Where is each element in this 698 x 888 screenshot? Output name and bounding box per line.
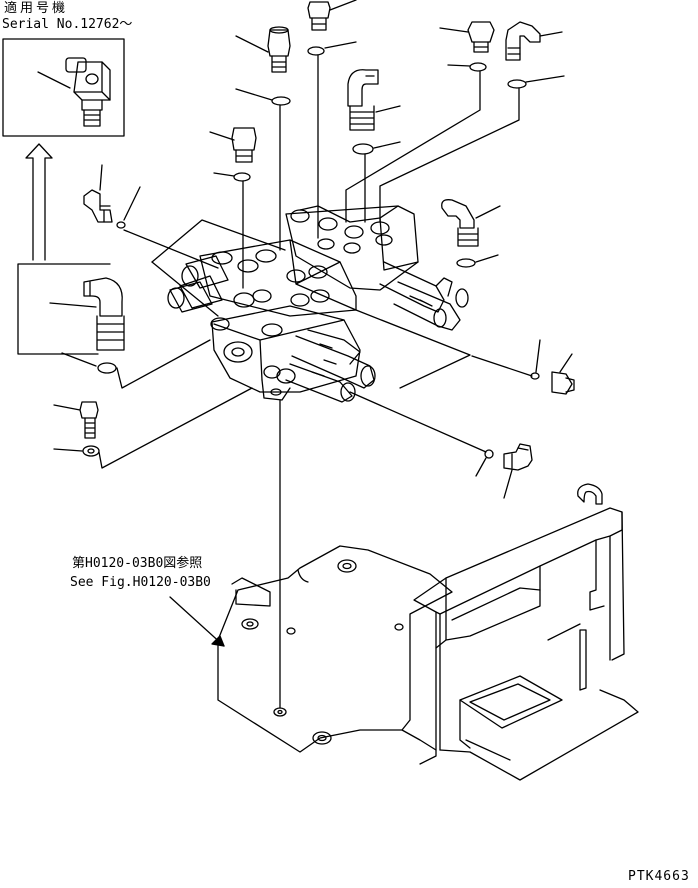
- o-ring-top-right: [345, 62, 487, 223]
- straight-fitting-far-right: [551, 353, 575, 395]
- elbow-fitting-left: [83, 164, 113, 223]
- drawing-code: PTK4663: [628, 869, 690, 884]
- washer: [53, 387, 253, 469]
- o-ring-top-far-right: [379, 75, 565, 223]
- straight-fitting-top-center: [307, 0, 357, 31]
- o-ring-center: [352, 141, 401, 223]
- applicability-heading: 適用号機: [4, 1, 69, 16]
- o-ring-far-right: [530, 339, 541, 380]
- straight-fitting-top-left: [235, 26, 291, 73]
- reference-arrow: [169, 596, 225, 647]
- elbow-fitting-top-right: [505, 21, 563, 61]
- o-ring-lower-right: [349, 391, 494, 477]
- o-ring-right: [456, 254, 499, 268]
- inset-tee-fitting: [65, 57, 111, 127]
- leader-lines: [151, 219, 533, 389]
- floor-frame: [217, 483, 639, 781]
- inset-elbow-box: [17, 263, 125, 355]
- straight-fitting-mid-left: [209, 127, 257, 163]
- o-ring-top-center: [307, 41, 357, 239]
- o-ring-left: [61, 339, 211, 389]
- elbow-fitting-right: [441, 199, 501, 247]
- inset-elbow-fitting: [83, 277, 125, 351]
- mounting-bolt: [53, 401, 99, 439]
- o-ring-mid-left: [213, 172, 251, 289]
- up-arrow: [25, 143, 53, 261]
- control-valve-assembly: [167, 205, 469, 403]
- o-ring-top-left: [235, 88, 291, 251]
- inset-box: [2, 38, 125, 137]
- figure-reference-jp: 第H0120-03B0図参照: [72, 556, 203, 571]
- o-ring-left-small: [116, 186, 219, 269]
- straight-fitting-top-right: [439, 21, 495, 53]
- elbow-fitting-center: [347, 69, 401, 131]
- elbow-fitting-lower-right: [503, 443, 533, 499]
- figure-reference-en: See Fig.H0120-03B0: [70, 575, 211, 590]
- serial-number-label: Serial No.12762～: [2, 17, 133, 32]
